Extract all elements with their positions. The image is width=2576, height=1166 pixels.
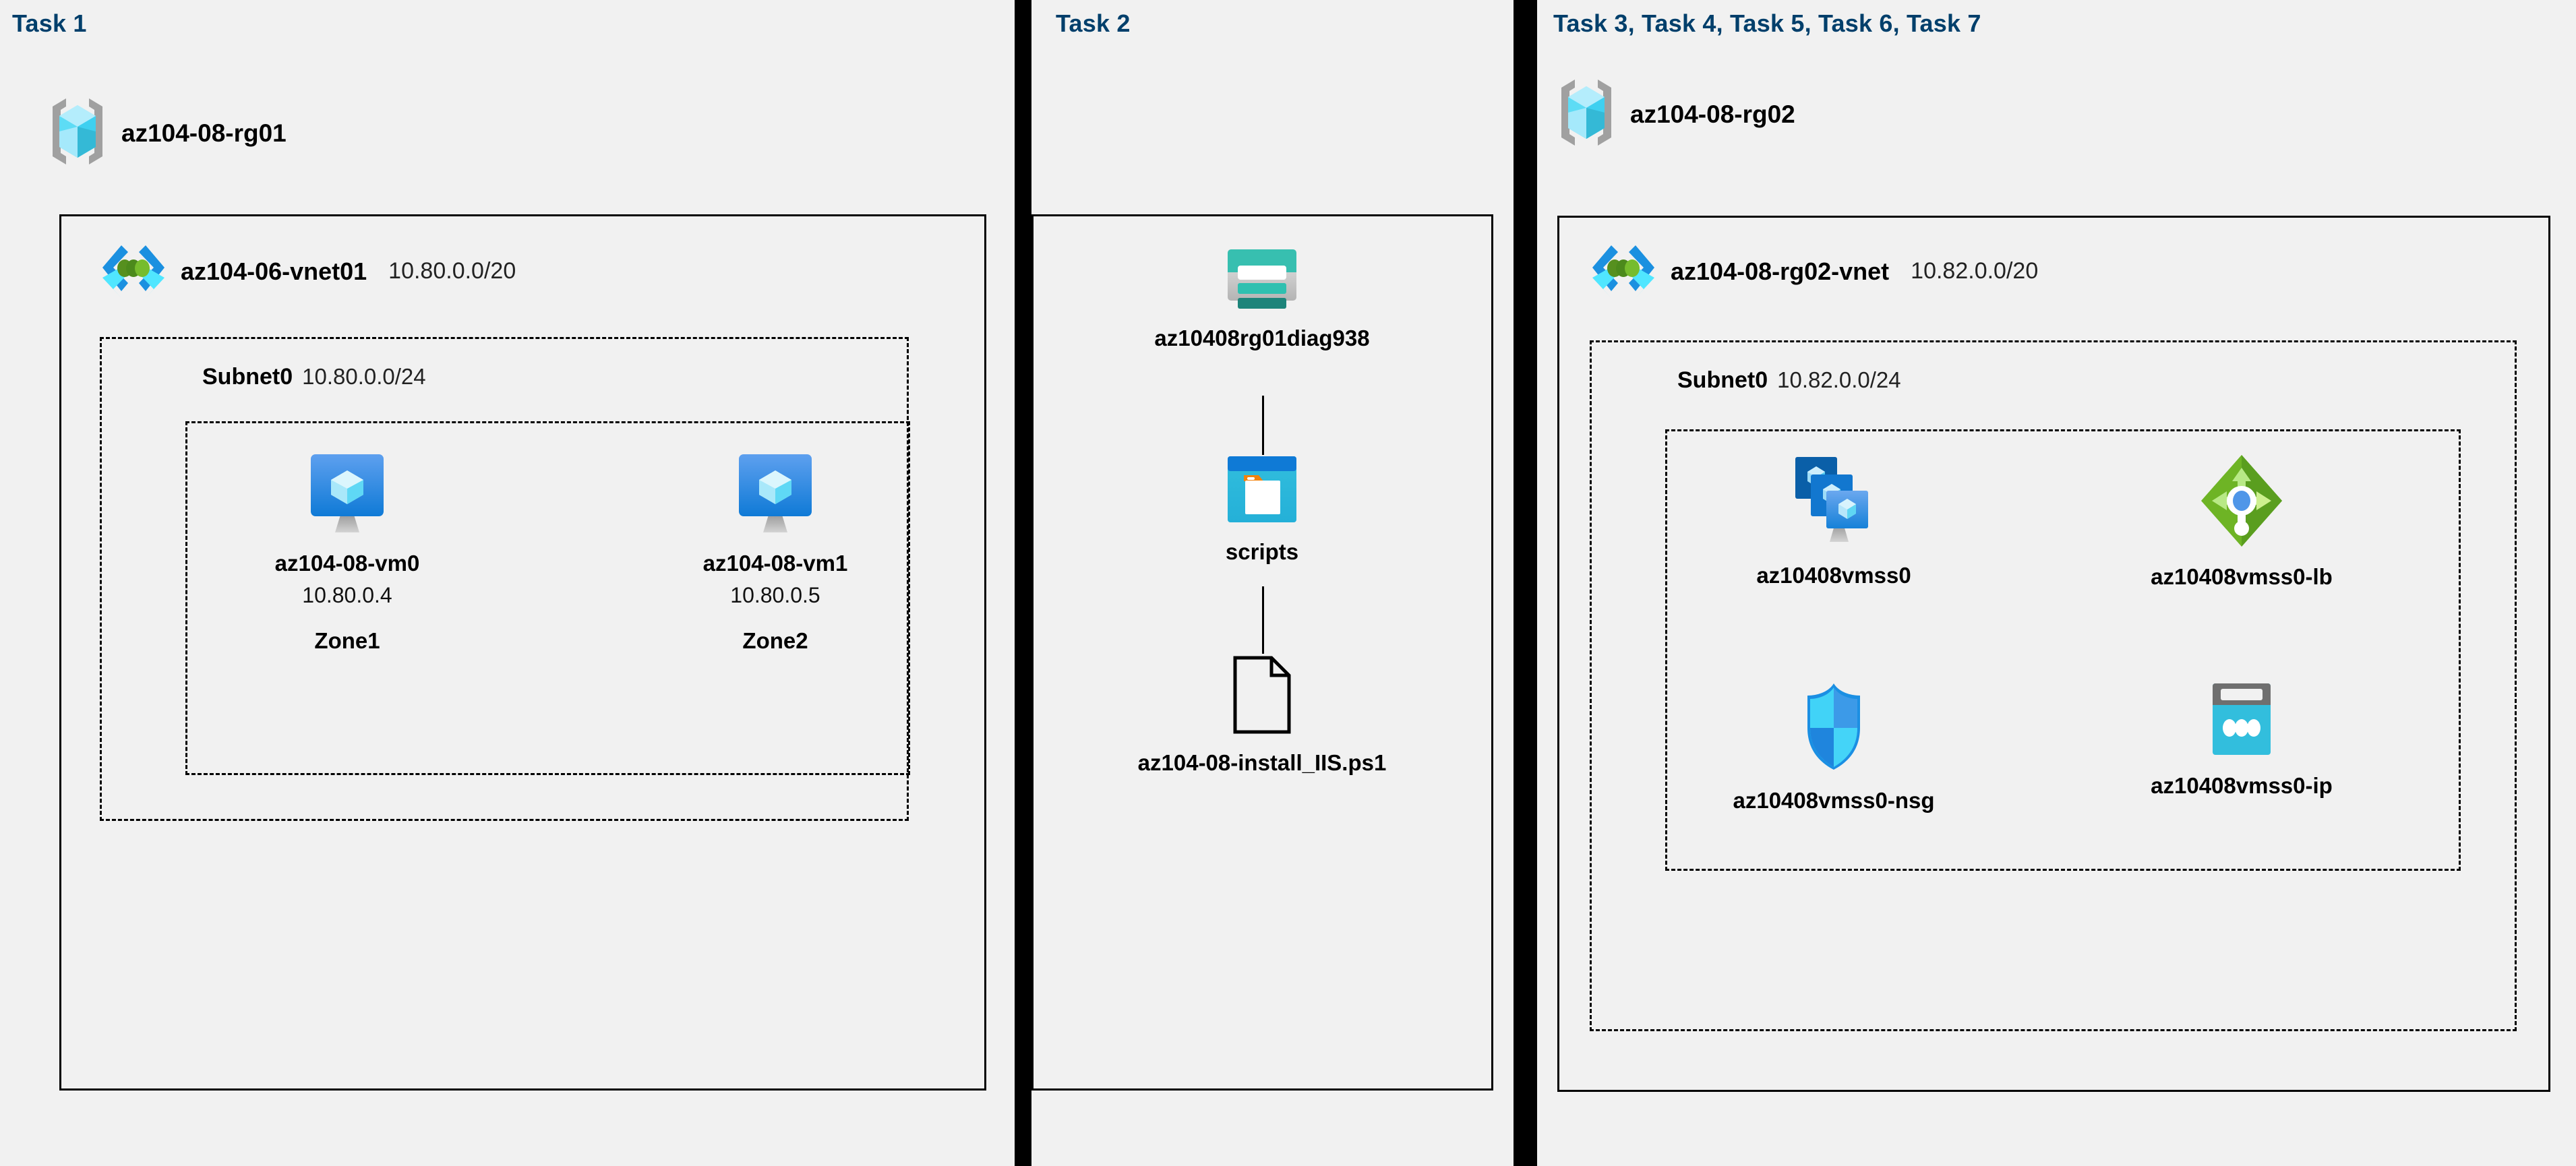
vm-name: az104-08-vm1 <box>702 551 848 576</box>
public-ip-node-az10408vmss0-ip[interactable]: az10408vmss0-ip <box>2147 681 2336 799</box>
vnet-name: az104-06-vnet01 <box>181 257 367 285</box>
resource-group-icon <box>1557 75 1615 153</box>
subnet-name: Subnet0 <box>1677 367 1768 393</box>
vm-name: az104-08-vm0 <box>274 551 420 576</box>
network-security-group-icon <box>1797 681 1871 776</box>
subnet-cidr: 10.82.0.0/24 <box>1777 367 1901 392</box>
blob-container-node[interactable]: scripts <box>1161 455 1363 565</box>
panel-task-1: Task 1 az104-08-rg01 <box>0 0 1015 1166</box>
virtual-network-icon <box>1590 237 1657 305</box>
vm-scale-set-icon <box>1790 453 1878 551</box>
subnet-header: Subnet0 10.80.0.0/24 <box>202 364 426 390</box>
vnet-cidr: 10.82.0.0/20 <box>1911 258 2039 284</box>
resource-group-header-rg01: az104-08-rg01 <box>49 94 287 172</box>
panel-task-2: Task 2 az10408rg01diag938 <box>1031 0 1514 1166</box>
subnet-resources-box <box>1665 429 2461 871</box>
panel-title-task-1: Task 1 <box>12 9 87 37</box>
vnet-box-az104-06-vnet01 <box>59 214 986 1091</box>
script-file-icon <box>1231 655 1293 738</box>
panel-divider-1 <box>1015 0 1031 1166</box>
panel-title-task-3-to-7: Task 3, Task 4, Task 5, Task 6, Task 7 <box>1553 9 1981 37</box>
vm-zone: Zone1 <box>314 628 380 653</box>
blob-container-icon <box>1226 455 1298 527</box>
subnet-name: Subnet0 <box>202 364 293 390</box>
vmss-node-az10408vmss0[interactable]: az10408vmss0 <box>1739 453 1928 588</box>
subnet-header: Subnet0 10.82.0.0/24 <box>1677 367 1901 394</box>
vnet-header: az104-06-vnet01 10.80.0.0/20 <box>100 237 516 305</box>
vm-ip-address: 10.80.0.4 <box>302 583 392 607</box>
virtual-machine-icon <box>738 453 813 539</box>
load-balancer-icon <box>2198 453 2285 552</box>
vm-group-box <box>185 421 910 775</box>
resource-group-name: az104-08-rg01 <box>121 119 287 147</box>
vnet-box-az104-08-rg02-vnet <box>1557 216 2550 1092</box>
script-file-name: az104-08-install_IIS.ps1 <box>1137 750 1387 775</box>
vmss-name: az10408vmss0 <box>1756 563 1911 588</box>
vm-ip-address: 10.80.0.5 <box>730 583 820 607</box>
subnet-box-subnet0 <box>100 337 909 821</box>
resource-group-header-rg02: az104-08-rg02 <box>1557 75 1795 153</box>
panel-task-3-to-7: Task 3, Task 4, Task 5, Task 6, Task 7 a… <box>1537 0 2576 1166</box>
subnet-cidr: 10.80.0.0/24 <box>302 364 426 389</box>
nsg-node-az10408vmss0-nsg[interactable]: az10408vmss0-nsg <box>1733 681 1935 814</box>
vm-node-az104-08-vm1[interactable]: az104-08-vm1 10.80.0.5 Zone2 <box>691 453 860 654</box>
vnet-header: az104-08-rg02-vnet 10.82.0.0/20 <box>1590 237 2038 305</box>
subnet-box-subnet0 <box>1590 340 2517 1031</box>
vm-zone: Zone2 <box>742 628 808 653</box>
resource-group-icon <box>49 94 107 172</box>
load-balancer-name: az10408vmss0-lb <box>2151 564 2333 589</box>
virtual-network-icon <box>100 237 167 305</box>
panel-divider-2 <box>1514 0 1537 1166</box>
blob-container-name: scripts <box>1225 539 1299 564</box>
vm-node-az104-08-vm0[interactable]: az104-08-vm0 10.80.0.4 Zone1 <box>263 453 431 654</box>
virtual-machine-icon <box>309 453 385 539</box>
connector-container-to-script <box>1262 586 1264 654</box>
storage-account-icon <box>1225 236 1299 313</box>
storage-account-node[interactable]: az10408rg01diag938 <box>1154 236 1370 351</box>
public-ip-name: az10408vmss0-ip <box>2151 773 2333 798</box>
nsg-name: az10408vmss0-nsg <box>1733 788 1935 813</box>
storage-account-name: az10408rg01diag938 <box>1154 326 1370 350</box>
resource-group-name: az104-08-rg02 <box>1630 100 1795 128</box>
connector-storage-to-container <box>1262 396 1264 455</box>
panel-title-task-2: Task 2 <box>1056 9 1131 37</box>
load-balancer-node-az10408vmss0-lb[interactable]: az10408vmss0-lb <box>2147 453 2336 590</box>
vnet-name: az104-08-rg02-vnet <box>1671 257 1890 285</box>
vnet-cidr: 10.80.0.0/20 <box>388 258 516 284</box>
script-file-node[interactable]: az104-08-install_IIS.ps1 <box>1138 655 1386 776</box>
public-ip-address-icon <box>2209 681 2275 761</box>
